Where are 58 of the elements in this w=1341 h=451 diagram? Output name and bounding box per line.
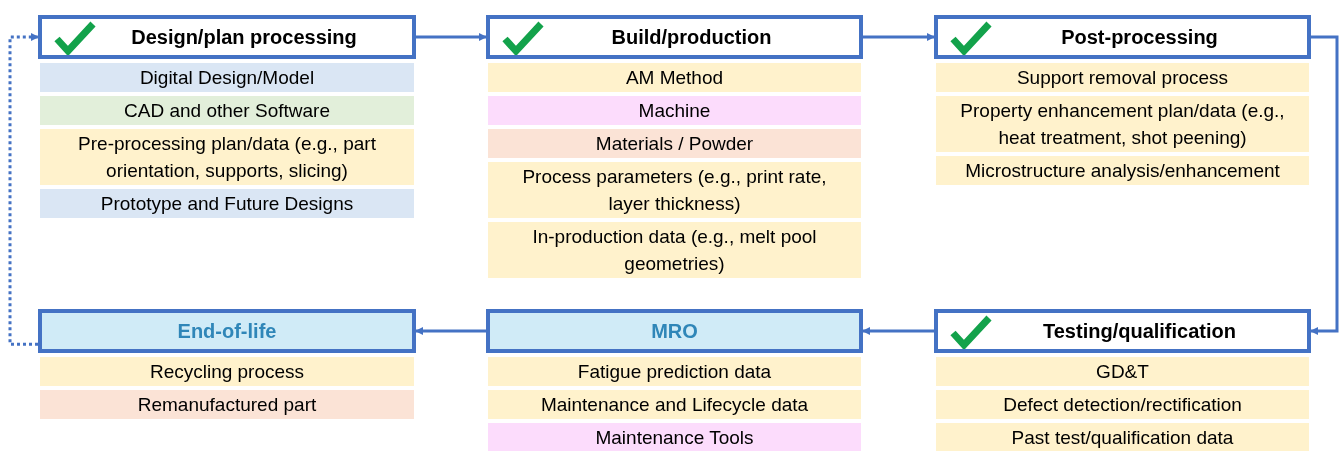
stage-box xyxy=(38,309,416,353)
item-box xyxy=(488,63,861,92)
arrow xyxy=(8,33,39,346)
item-text: Machine xyxy=(638,99,711,123)
item-text: Maintenance Tools xyxy=(595,426,754,450)
stage-title: Post-processing xyxy=(1060,25,1218,50)
arrow xyxy=(415,327,486,335)
item-text: Pre-processing plan/data (e.g., part orientation, supports, slicing) xyxy=(77,132,377,183)
stage-title: End-of-life xyxy=(177,319,277,344)
arrow xyxy=(1310,35,1339,335)
item-box xyxy=(488,162,861,218)
arrow xyxy=(862,327,934,335)
item-box xyxy=(936,390,1309,419)
item-box xyxy=(936,357,1309,386)
stage-box xyxy=(486,15,863,59)
item-text: Process parameters (e.g., print rate, layer thickness) xyxy=(521,165,828,216)
item-text: GD&T xyxy=(1096,360,1149,384)
item-box xyxy=(488,423,861,451)
item-box xyxy=(40,63,414,92)
stage-box xyxy=(934,15,1311,59)
item-text: In-production data (e.g., melt pool geometries) xyxy=(531,225,818,276)
item-text: Property enhancement plan/data (e.g., heat treatment, shot peening) xyxy=(959,99,1286,150)
arrow xyxy=(416,33,487,41)
item-box xyxy=(488,390,861,419)
item-box xyxy=(488,357,861,386)
item-text: CAD and other Software xyxy=(124,99,330,123)
item-box xyxy=(936,96,1309,152)
item-text: Digital Design/Model xyxy=(139,66,315,90)
item-box xyxy=(936,423,1309,451)
arrow xyxy=(863,33,935,41)
item-text: Support removal process xyxy=(1016,66,1229,90)
stage-title: Build/production xyxy=(610,25,772,50)
item-text: Recycling process xyxy=(149,360,305,384)
item-box xyxy=(40,390,414,419)
stage-box xyxy=(486,309,863,353)
item-box xyxy=(488,222,861,278)
item-text: Remanufactured part xyxy=(137,393,317,417)
item-text: Prototype and Future Designs xyxy=(100,192,354,216)
item-text: Fatigue prediction data xyxy=(577,360,772,384)
item-box xyxy=(488,96,861,125)
item-text: Past test/qualification data xyxy=(1011,426,1234,450)
item-text: Materials / Powder xyxy=(595,132,754,156)
item-text: AM Method xyxy=(625,66,724,90)
item-box xyxy=(40,357,414,386)
item-text: Maintenance and Lifecycle data xyxy=(540,393,809,417)
stage-box xyxy=(934,309,1311,353)
item-box xyxy=(40,96,414,125)
stage-title: Testing/qualification xyxy=(1042,319,1236,344)
item-text: Defect detection/rectification xyxy=(1003,393,1242,417)
item-text: Microstructure analysis/enhancement xyxy=(965,159,1280,183)
item-box xyxy=(40,129,414,185)
stage-title: Design/plan processing xyxy=(130,25,357,50)
item-box xyxy=(488,129,861,158)
stage-box xyxy=(38,15,416,59)
item-box xyxy=(936,156,1309,185)
item-box xyxy=(40,189,414,218)
item-box xyxy=(936,63,1309,92)
stage-title: MRO xyxy=(651,319,698,344)
